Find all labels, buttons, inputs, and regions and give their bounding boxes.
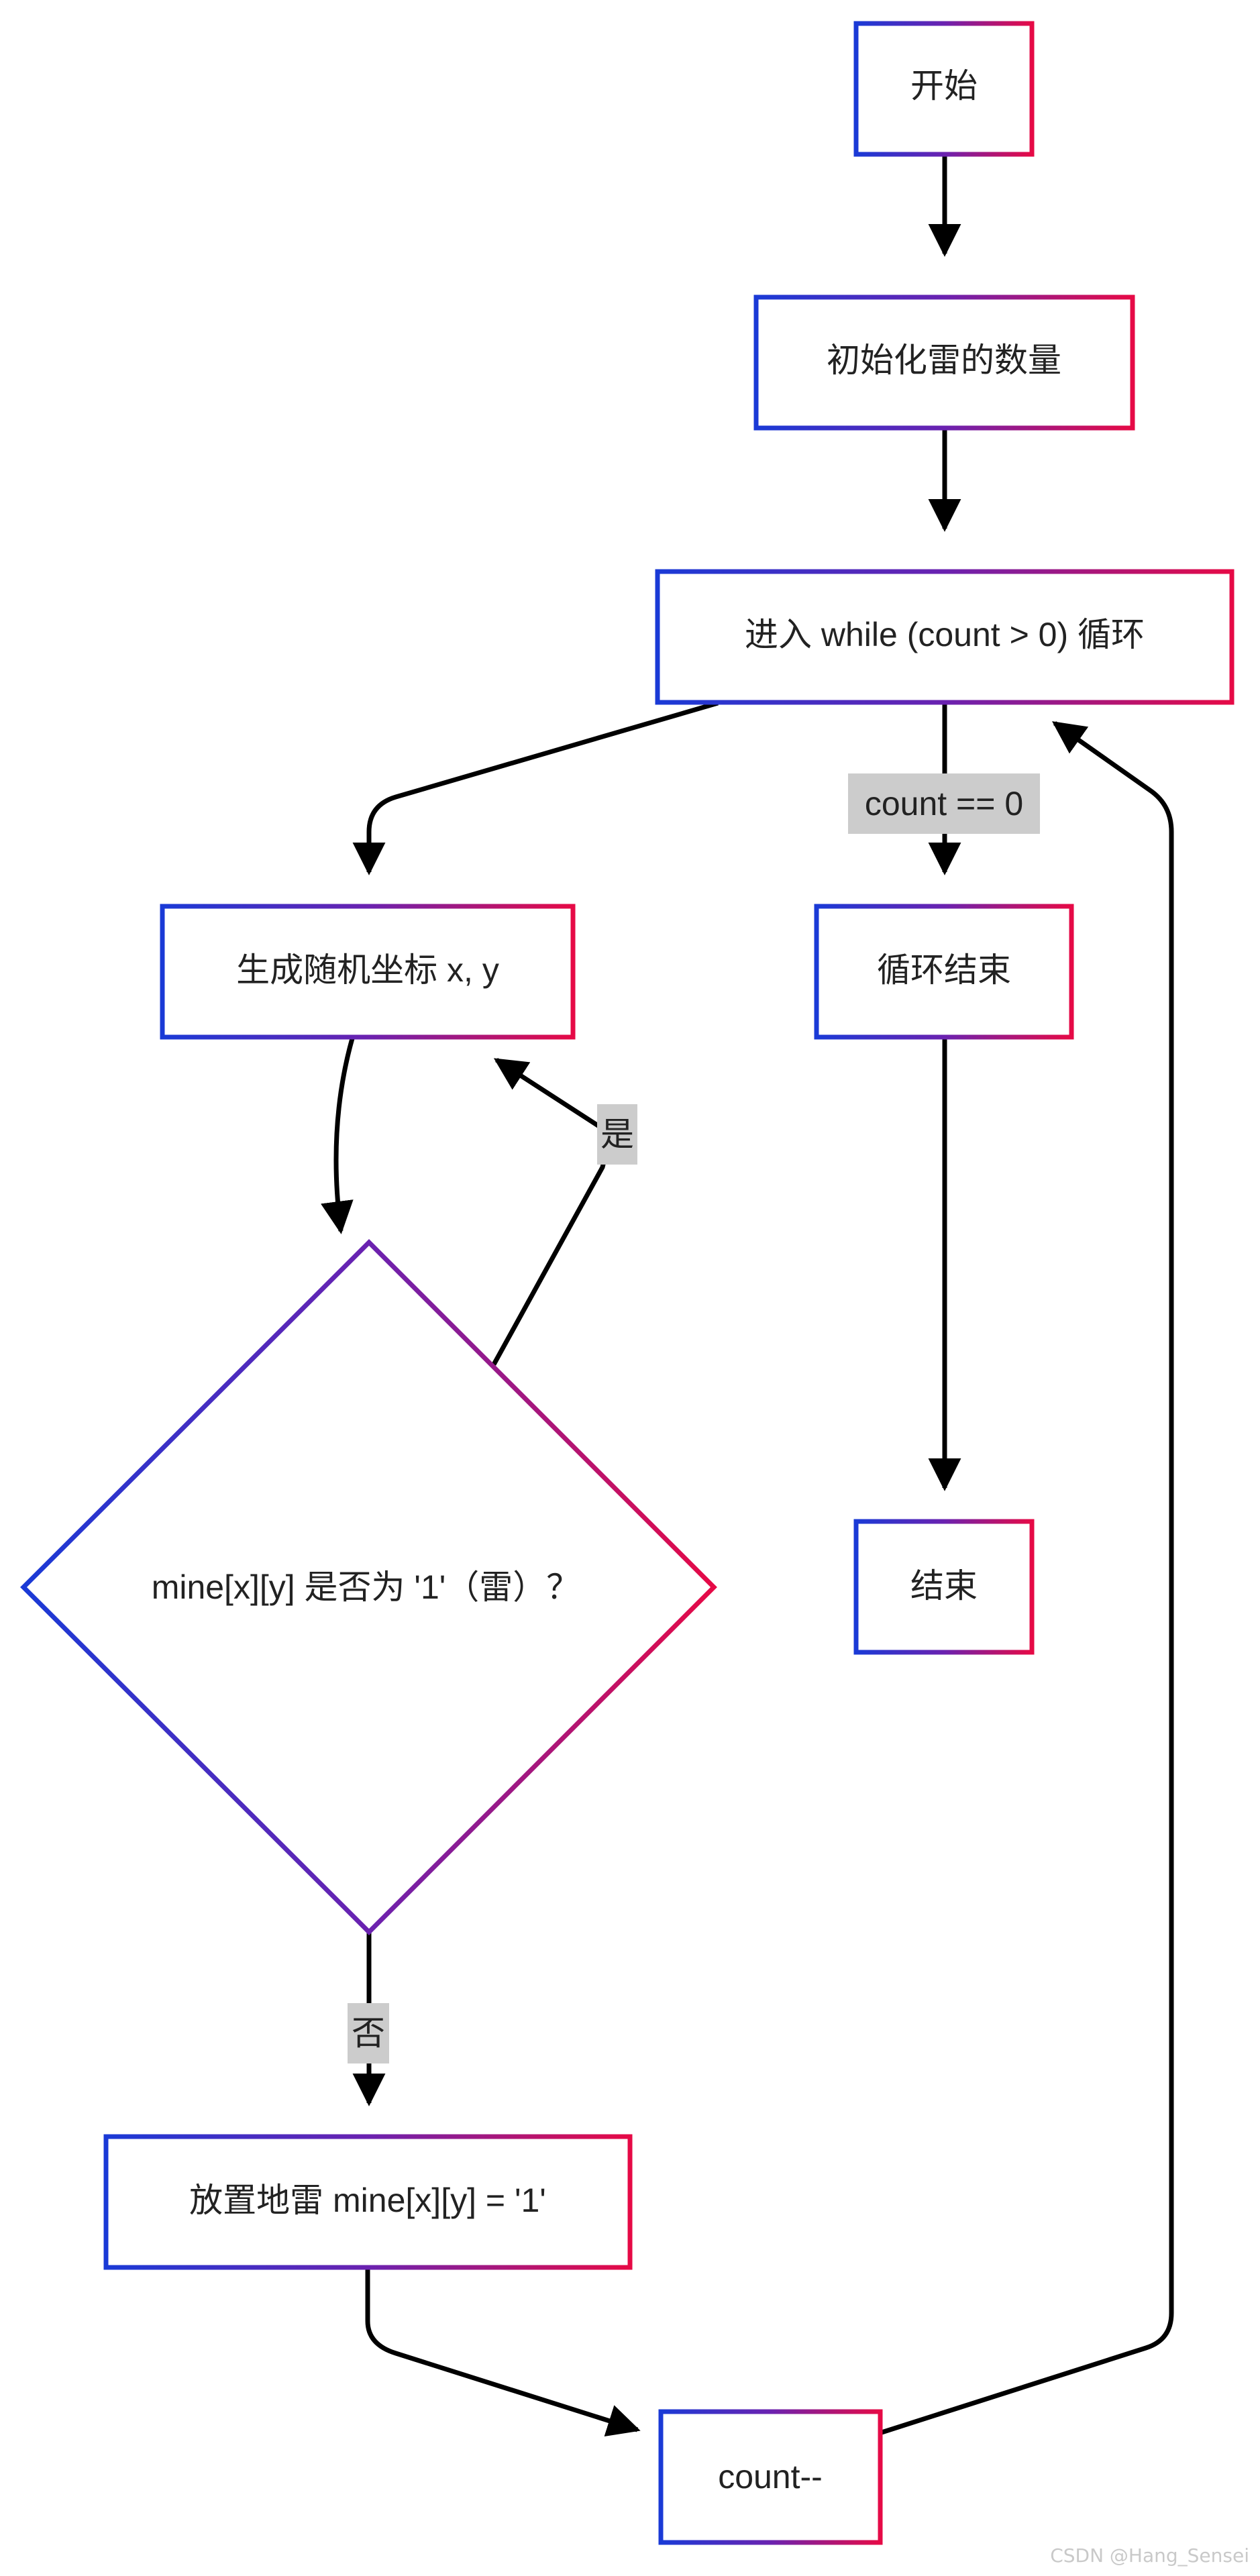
edge-gen-check (321, 1038, 355, 1234)
node-loop-label: 进入 while (count > 0) 循环 (745, 616, 1145, 653)
node-gen-label: 生成随机坐标 x, y (236, 951, 499, 989)
node-decrement: count-- (658, 2409, 883, 2545)
node-gen: 生成随机坐标 x, y (160, 904, 576, 1040)
node-start-label: 开始 (910, 67, 978, 105)
node-decrement-label: count-- (718, 2458, 823, 2496)
edges (321, 156, 1174, 2437)
edge-label-no: 否 (348, 2003, 389, 2063)
edge-label-yes: 是 (597, 1104, 637, 1165)
watermark: CSDN @Hang_Sensei (1050, 2544, 1249, 2567)
node-init-label: 初始化雷的数量 (827, 341, 1061, 379)
node-place: 放置地雷 mine[x][y] = '1' (103, 2134, 633, 2270)
edge-loop-gen (352, 700, 719, 875)
node-place-label: 放置地雷 mine[x][y] = '1' (189, 2182, 546, 2219)
node-check-label: mine[x][y] 是否为 '1'（雷）？ (152, 1568, 580, 1606)
node-check: mine[x][y] 是否为 '1'（雷）？ (20, 1239, 717, 1935)
node-end-label: 结束 (910, 1567, 978, 1605)
node-loop-end-label: 循环结束 (877, 951, 1011, 989)
edge-check-gen-yes (491, 1058, 613, 1366)
edge-label-count-zero-text: count == 0 (865, 785, 1023, 822)
node-init: 初始化雷的数量 (753, 294, 1135, 431)
edge-label-yes-text: 是 (600, 1116, 634, 1153)
edge-place-decrement (365, 2267, 641, 2437)
edge-label-count-zero: count == 0 (848, 773, 1040, 834)
node-end: 结束 (853, 1519, 1035, 1655)
node-loop: 进入 while (count > 0) 循环 (655, 569, 1235, 705)
node-start: 开始 (853, 21, 1035, 157)
edge-label-no-text: 否 (352, 2015, 385, 2052)
node-loop-end: 循环结束 (814, 904, 1074, 1040)
edge-decrement-loop (880, 721, 1174, 2435)
